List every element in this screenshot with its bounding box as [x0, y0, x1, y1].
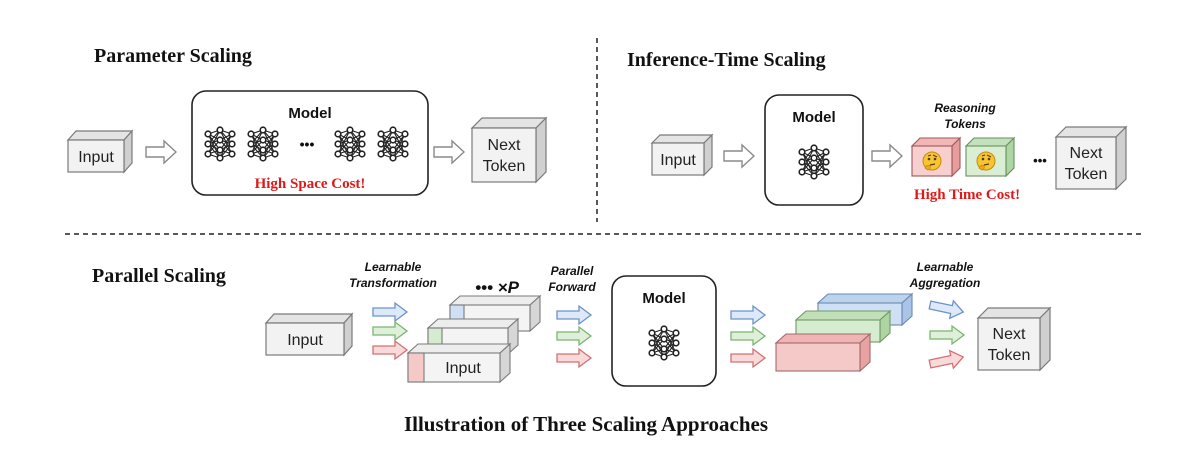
- arrow-icon: [556, 326, 592, 346]
- inference-time-scaling-panel: Inference-Time Scaling Input Model Reaso…: [627, 49, 1128, 206]
- parallel-next-label: Next: [993, 326, 1026, 343]
- parallel-next-token-box: Next Token: [976, 306, 1052, 372]
- inference-time-scaling-title: Inference-Time Scaling: [627, 49, 826, 71]
- arrow-icon: [145, 140, 177, 164]
- parallel-scaling-panel: Parallel Scaling Input Learnable Transfo…: [92, 260, 1052, 387]
- inference-next-token-box: Next Token: [1054, 125, 1128, 191]
- learnable-aggregation-line2: Aggregation: [909, 276, 981, 290]
- parallel-input-label: Input: [287, 332, 323, 349]
- stacked-input-red: Input: [406, 342, 512, 384]
- parallel-token-label: Token: [988, 347, 1031, 364]
- parallel-forward-line2: Forward: [548, 280, 596, 294]
- arrow-icon: [556, 305, 592, 325]
- times-p-label: ••• ×P: [475, 278, 520, 297]
- param-ellipsis: •••: [300, 136, 315, 152]
- high-space-cost-label: High Space Cost!: [255, 176, 366, 192]
- reasoning-token-green: [964, 136, 1016, 178]
- inference-input-box: Input: [650, 133, 714, 177]
- arrow-icon: [927, 347, 966, 374]
- parameter-scaling-panel: Parameter Scaling Input Model ••• High S…: [66, 45, 548, 196]
- parallel-scaling-title: Parallel Scaling: [92, 265, 226, 287]
- thinking-face-emoji: [976, 151, 996, 171]
- arrow-icon: [372, 302, 408, 322]
- arrow-icon: [556, 348, 592, 368]
- arrow-icon: [433, 140, 465, 164]
- arrow-icon: [372, 340, 408, 360]
- inference-ellipsis: •••: [1033, 153, 1047, 168]
- output-layer-red: [774, 332, 872, 373]
- param-model-box: [191, 90, 429, 196]
- arrow-icon: [929, 325, 965, 345]
- inference-token-label: Token: [1065, 166, 1108, 183]
- tokens-label: Tokens: [944, 117, 986, 131]
- high-time-cost-label: High Time Cost!: [914, 187, 1020, 203]
- parameter-scaling-title: Parameter Scaling: [94, 45, 252, 67]
- figure-caption: Illustration of Three Scaling Approaches: [404, 412, 768, 436]
- parallel-input-box: Input: [264, 312, 354, 357]
- arrow-icon: [723, 144, 755, 168]
- param-input-box: Input: [66, 129, 134, 174]
- inference-input-label: Input: [660, 152, 696, 169]
- stacked-input-label: Input: [445, 360, 481, 377]
- thinking-face-emoji: [922, 151, 942, 171]
- arrow-icon: [372, 321, 408, 341]
- param-input-label: Input: [78, 149, 114, 166]
- parallel-forward-line1: Parallel: [551, 264, 594, 278]
- inference-model-label: Model: [792, 109, 835, 126]
- param-token-label: Token: [483, 158, 526, 175]
- param-model-label: Model: [288, 105, 331, 122]
- arrow-icon: [871, 144, 903, 168]
- learnable-transformation-line1: Learnable: [365, 260, 422, 274]
- parallel-model-label: Model: [642, 290, 685, 307]
- reasoning-label: Reasoning: [934, 101, 996, 115]
- param-next-label: Next: [488, 137, 521, 154]
- learnable-aggregation-line1: Learnable: [917, 260, 974, 274]
- param-next-token-box: Next Token: [470, 116, 548, 184]
- inference-next-label: Next: [1070, 145, 1103, 162]
- reasoning-token-red: [910, 136, 962, 178]
- learnable-transformation-line2: Transformation: [349, 276, 437, 290]
- arrow-icon: [927, 295, 966, 322]
- arrow-icon: [730, 305, 766, 325]
- arrow-icon: [730, 348, 766, 368]
- arrow-icon: [730, 326, 766, 346]
